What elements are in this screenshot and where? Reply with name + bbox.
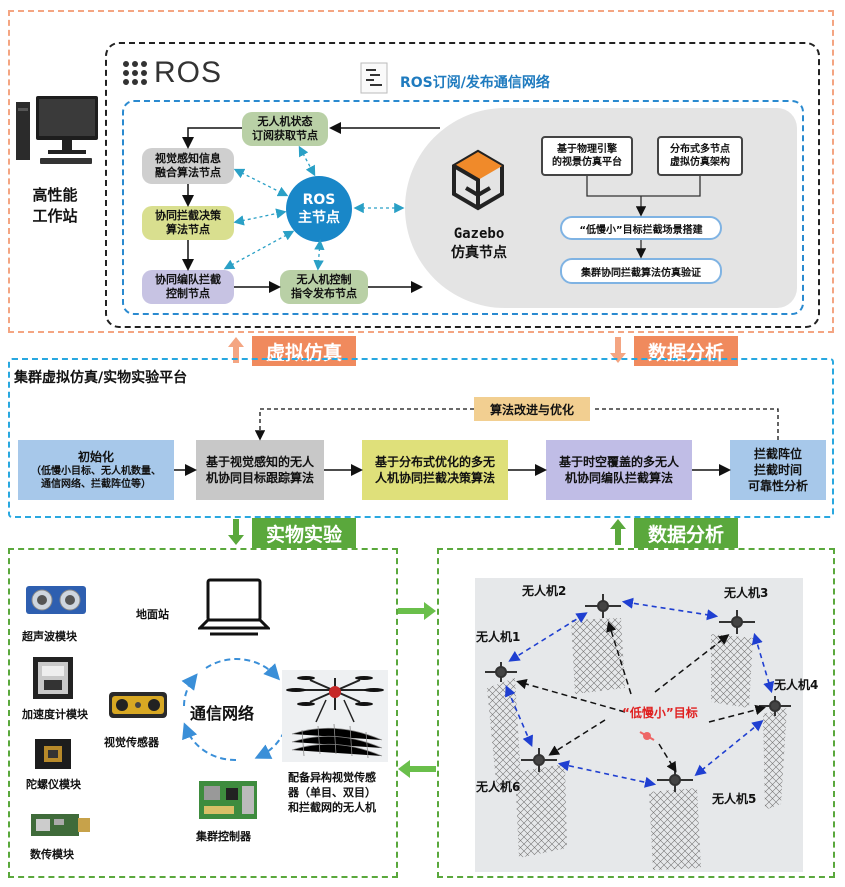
uav3-label: 无人机3 — [724, 586, 769, 600]
node-vision-fusion: 视觉感知信息 融合算法节点 — [142, 148, 234, 184]
gazebo-label: Gazebo 仿真节点 — [451, 226, 507, 261]
radio-icon — [30, 810, 92, 838]
gyro-label: 陀螺仪模块 — [26, 778, 81, 791]
feedback-box: 算法改进与优化 — [474, 397, 590, 421]
uav6-label: 无人机6 — [476, 780, 521, 794]
ground-station-label: 地面站 — [136, 608, 169, 621]
step-decision: 基于分布式优化的多无 人机协同拦截决策算法 — [362, 440, 508, 500]
step-analysis: 拦截阵位 拦截时间 可靠性分析 — [730, 440, 826, 500]
step-formation: 基于时空覆盖的多无人 机协同编队拦截算法 — [546, 440, 692, 500]
label-data-analysis-bottom: 数据分析 — [634, 518, 738, 548]
platform-title: 集群虚拟仿真/实物实验平台 — [14, 370, 188, 386]
label-physical-exp: 实物实验 — [252, 518, 356, 548]
node-state-subscribe: 无人机状态 订阅获取节点 — [242, 112, 328, 146]
arrow-right-to-scene — [398, 602, 436, 620]
target-marker — [639, 731, 655, 741]
node-decision: 协同拦截决策 算法节点 — [142, 206, 234, 240]
arrow-down-physical — [228, 519, 244, 545]
accel-icon — [32, 656, 74, 700]
ros-arrows — [182, 122, 440, 293]
gazebo-verify-box: 集群协同拦截算法仿真验证 — [560, 258, 722, 284]
ros-container — [105, 42, 820, 328]
arrow-up-virtual — [228, 337, 244, 363]
ultrasonic-label: 超声波模块 — [22, 630, 77, 643]
ultrasonic-icon — [24, 580, 88, 618]
platform-region — [8, 358, 834, 518]
top-region — [8, 10, 834, 333]
gazebo-icon — [448, 148, 508, 214]
drone-photo — [282, 670, 388, 762]
workstation-icon — [14, 92, 102, 172]
vision-sensor-icon — [108, 688, 168, 722]
network-label: 通信网络 — [190, 704, 255, 723]
controller-label: 集群控制器 — [196, 830, 251, 843]
ros-network-box — [122, 100, 804, 315]
accel-label: 加速度计模块 — [22, 708, 88, 721]
drone-description: 配备异构视觉传感 器（单目、双目） 和拦截网的无人机 — [288, 771, 376, 814]
ros-logo-text: ROS — [154, 56, 223, 89]
arrow-left-from-scene — [398, 760, 436, 778]
node-command: 无人机控制 指令发布节点 — [280, 270, 368, 304]
gazebo-scene-box: “低慢小”目标拦截场景搭建 — [560, 216, 722, 240]
uav4-label: 无人机4 — [774, 678, 819, 692]
uav1-label: 无人机1 — [476, 630, 521, 644]
controller-icon — [198, 780, 258, 820]
gazebo-arrows — [586, 176, 701, 259]
network-title: ROS订阅/发布通信网络 — [400, 75, 550, 91]
node-formation: 协同编队拦截 控制节点 — [142, 270, 234, 304]
laptop-icon — [196, 578, 272, 640]
ros-dots-icon — [123, 61, 147, 85]
scene-region — [437, 548, 835, 878]
workstation-label: 高性能工作站 — [32, 186, 78, 225]
platform-arrows — [174, 408, 779, 476]
vision-sensor-label: 视觉传感器 — [104, 736, 159, 749]
gyro-icon — [34, 738, 72, 770]
gazebo-distributed-box: 分布式多节点 虚拟仿真架构 — [657, 136, 743, 176]
target-label: “低慢小”目标 — [622, 706, 698, 720]
network-icon — [360, 62, 388, 94]
hardware-region — [8, 548, 398, 878]
uav2-label: 无人机2 — [522, 584, 567, 598]
arrow-up-analysis — [610, 519, 626, 545]
ros-logo: ROS — [122, 56, 222, 90]
arrow-down-analysis — [610, 337, 626, 363]
radio-label: 数传模块 — [30, 848, 74, 861]
uav5-label: 无人机5 — [712, 792, 757, 806]
step-tracking: 基于视觉感知的无人 机协同目标跟踪算法 — [196, 440, 324, 500]
gazebo-physics-box: 基于物理引擎 的视景仿真平台 — [541, 136, 633, 176]
scene-drawing — [485, 594, 791, 870]
step-init: 初始化 （低慢小目标、无人机数量、 通信网络、拦截阵位等） — [18, 440, 174, 500]
